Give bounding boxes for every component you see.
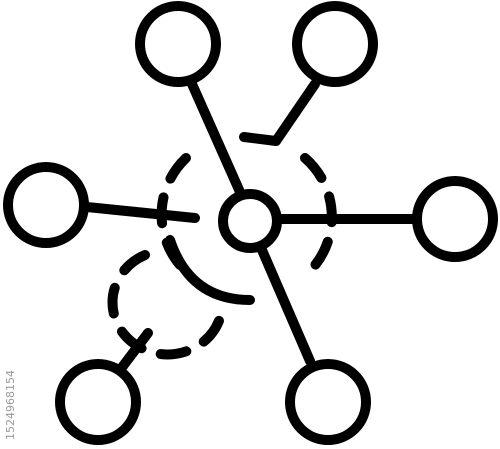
lower-arc [165, 235, 255, 305]
connector-top-left [187, 79, 245, 197]
node-left [3, 162, 89, 248]
lower-dashed-ring [107, 250, 225, 360]
upper-dashed-ring-right [300, 153, 337, 277]
connector-bottom-left [115, 328, 153, 375]
node-top-right [292, 1, 378, 87]
node-bottom-right [285, 359, 371, 445]
node-bottom-left [55, 359, 141, 445]
node-center-hub [218, 189, 282, 253]
node-right [412, 176, 498, 262]
watermark-id-text: 1524968154 [4, 370, 17, 440]
connector-bottom-right [257, 245, 315, 366]
connector-top-right [239, 79, 320, 146]
dashed-rings [107, 153, 337, 360]
nodes [3, 1, 498, 445]
node-top-left [135, 1, 221, 87]
connector-left [82, 202, 200, 223]
connector-lines [82, 79, 418, 375]
